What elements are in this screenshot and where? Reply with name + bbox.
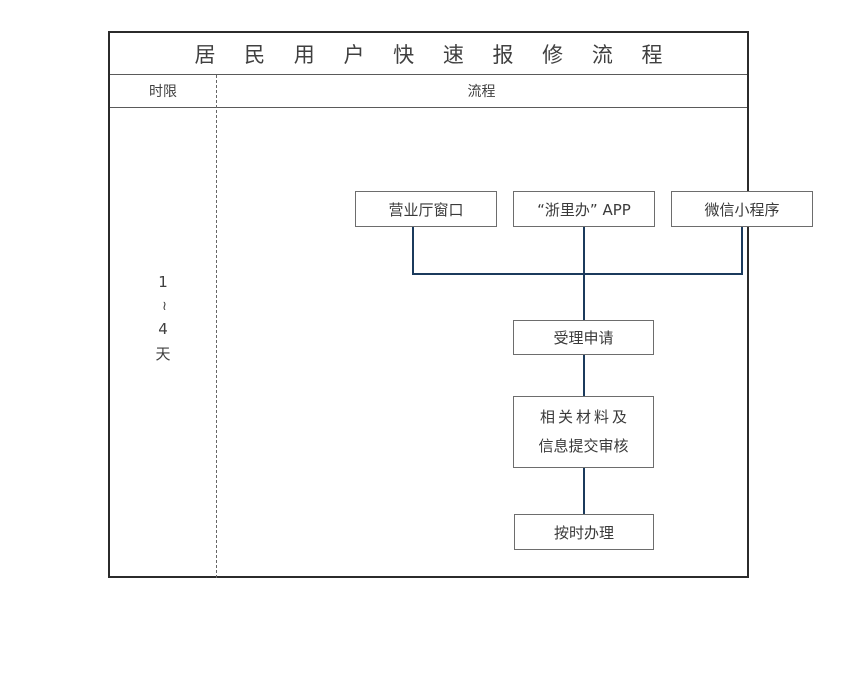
time-limit-start: 1	[158, 272, 168, 291]
flow-node-on-time-handling[interactable]: 按时办理	[514, 514, 654, 550]
time-limit-end: 4	[158, 319, 168, 338]
flow-node-submit-materials-label-line1: 相关材料及	[539, 408, 630, 426]
flow-node-zhejiang-app-label: “浙里办” APP	[537, 200, 631, 219]
flow-node-wechat-miniapp-label: 微信小程序	[704, 200, 780, 219]
header-cell-time-limit: 时限	[110, 75, 216, 107]
flow-node-wechat-miniapp[interactable]: 微信小程序	[671, 191, 813, 227]
column-divider-dashed	[216, 75, 217, 578]
flow-node-service-hall[interactable]: 营业厅窗口	[355, 191, 497, 227]
page-title: 居 民 用 户 快 速 报 修 流 程	[194, 42, 674, 67]
flow-canvas: 营业厅窗口 “浙里办” APP 微信小程序 受理申请 相关材料及 信息提交审核 …	[216, 108, 813, 576]
header-cell-flow: 流程	[216, 75, 747, 107]
flow-node-submit-materials[interactable]: 相关材料及 信息提交审核	[513, 396, 654, 468]
header-label-flow: 流程	[467, 84, 496, 100]
flow-node-submit-materials-label-line2: 信息提交审核	[538, 437, 629, 455]
connector-lines	[412, 227, 743, 514]
flowchart-frame: 居 民 用 户 快 速 报 修 流 程 时限 流程 1 ~ 4 天	[108, 31, 813, 578]
flow-node-on-time-handling-label: 按时办理	[553, 523, 614, 542]
flow-node-accept-application[interactable]: 受理申请	[513, 320, 654, 355]
time-limit-unit: 天	[155, 344, 171, 363]
time-limit-column: 1 ~ 4 天	[110, 108, 216, 576]
flow-node-zhejiang-app[interactable]: “浙里办” APP	[513, 191, 655, 227]
time-limit-separator: ~	[156, 300, 171, 311]
flow-node-accept-application-label: 受理申请	[553, 329, 614, 347]
chart-title-band: 居 民 用 户 快 速 报 修 流 程	[110, 33, 747, 75]
header-label-time-limit: 时限	[149, 84, 177, 100]
flow-node-service-hall-label: 营业厅窗口	[388, 200, 464, 219]
table-header-row: 时限 流程	[110, 75, 747, 108]
